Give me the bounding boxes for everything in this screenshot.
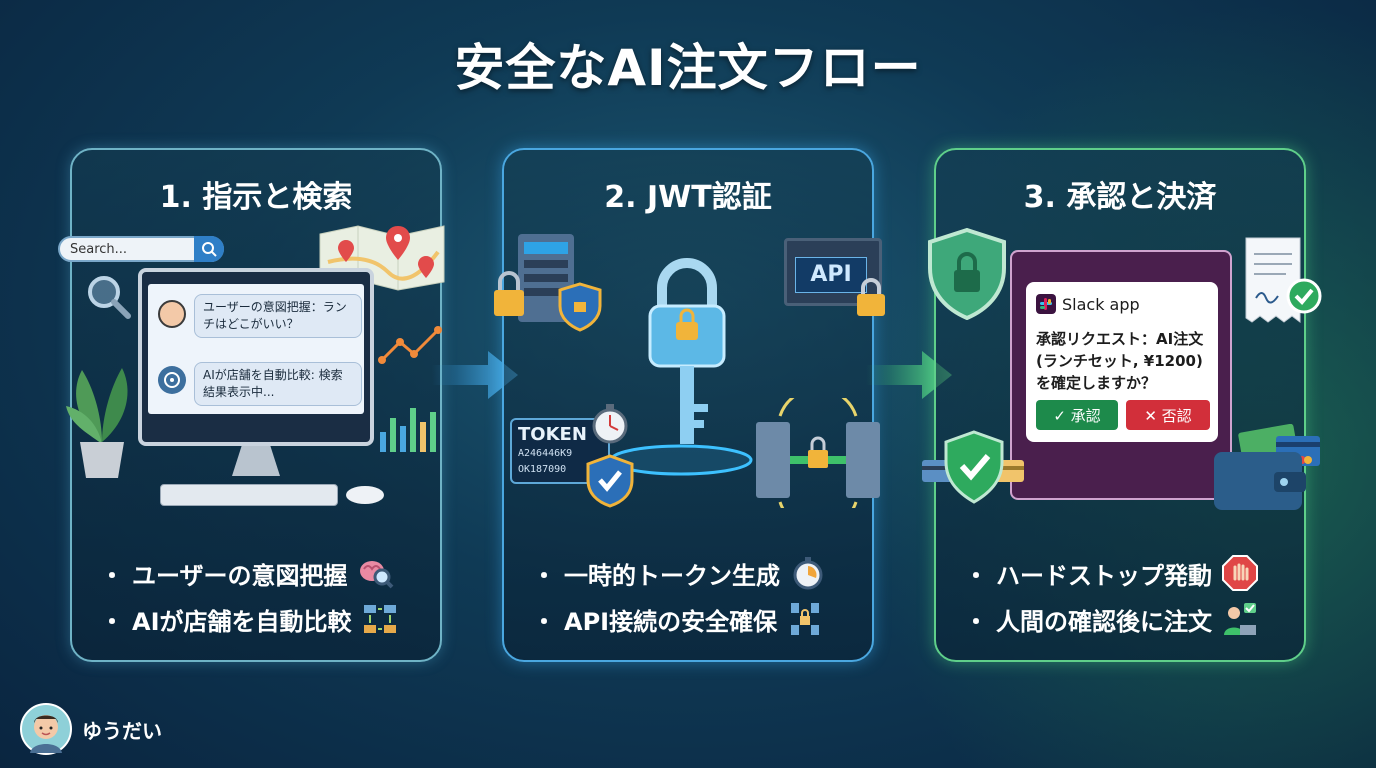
lock-icon [857,278,885,316]
token-line: OK187090 [518,464,567,475]
plant-icon [66,368,128,478]
card-shield-icon [922,430,1024,504]
wallet-icon [1214,424,1320,510]
author-name: ゆうだい [82,718,162,743]
flow-arrow-icon [866,351,952,399]
user-avatar-icon [158,300,186,328]
bullet-item: ・ 一時的トークン生成 [532,550,862,596]
api-label: API [795,257,867,293]
brain-magnifier-icon [358,555,394,591]
server-link-icon [756,398,880,508]
slack-window: Slack app 承認リクエスト：AI注文 (ランチセット, ¥1200) を… [1010,250,1232,500]
slack-header: Slack app [1036,294,1140,314]
timer-icon [592,404,628,444]
chat-bubble-user: ユーザーの意図把握：ランチはどこがいい？ [194,294,362,338]
monitor-screen: ユーザーの意図把握：ランチはどこがいい？ AIが店舗を自動比較: 検索結果表示中… [148,284,364,414]
magnifier-icon [88,276,131,319]
padlock-key-icon [648,258,726,444]
search-input[interactable]: Search... [58,236,224,262]
bullet-list: ・ ハードストップ発動 ・ 人間の確認後に注文 [964,550,1294,642]
approval-message: 承認リクエスト：AI注文 (ランチセット, ¥1200) を確定しますか？ [1036,330,1204,392]
bullet-item: ・ ユーザーの意図把握 [100,550,430,596]
api-monitor: API [784,238,882,306]
slack-approval-card: Slack app 承認リクエスト：AI注文 (ランチセット, ¥1200) を… [1026,282,1218,442]
approve-button[interactable]: ✓ 承認 [1036,400,1118,430]
bullet-item: ・ 人間の確認後に注文 [964,596,1294,642]
compare-grid-icon [362,601,398,637]
secure-connection-icon [787,601,823,637]
analytics-chart-icon [378,326,442,452]
search-button[interactable] [194,236,224,262]
bullet-item: ・ AIが店舗を自動比較 [100,596,430,642]
slack-logo-icon [1036,294,1056,314]
bullet-item: ・ API接続の安全確保 [532,596,862,642]
stopwatch-icon [790,555,826,591]
token-card: TOKEN A246446K9 OK187090 [510,418,610,484]
author-badge: ゆうだい [20,703,162,755]
flow-arrow-icon [432,351,518,399]
chat-bubble-ai: AIが店舗を自動比較: 検索結果表示中... [194,362,362,406]
stop-hand-icon [1222,555,1258,591]
panel-title: 2. JWT認証 [604,180,772,215]
bullet-list: ・ 一時的トークン生成 ・ API接続の安全確保 [532,550,862,642]
slack-app-name: Slack app [1062,294,1140,314]
bullet-item: ・ ハードストップ発動 [964,550,1294,596]
page-title: 安全なAI注文フロー [454,39,922,97]
shield-lock-icon [928,228,1006,320]
panel-title: 3. 承認と決済 [1023,180,1217,215]
step-panel-approval-payment: 3. 承認と決済 ・ ハードストップ発動 ・ 人間の確認後に注文 [934,148,1306,662]
mouse-icon [346,486,384,504]
search-icon [202,242,217,257]
ai-assistant-icon [158,366,186,394]
person-laptop-check-icon [1222,601,1258,637]
receipt-check-icon [1245,237,1322,323]
panel-title: 1. 指示と検索 [159,180,353,215]
bullet-list: ・ ユーザーの意図把握 ・ AIが店舗を自動比較 [100,550,430,642]
token-label: TOKEN [518,424,587,445]
computer-monitor: ユーザーの意図把握：ランチはどこがいい？ AIが店舗を自動比較: 検索結果表示中… [138,268,374,446]
keyboard-icon [160,484,338,506]
avatar [20,703,72,755]
reject-button[interactable]: ✕ 否認 [1126,400,1210,430]
shield-check-icon [586,454,634,508]
token-line: A246446K9 [518,448,573,459]
server-lock-icon [494,234,602,332]
